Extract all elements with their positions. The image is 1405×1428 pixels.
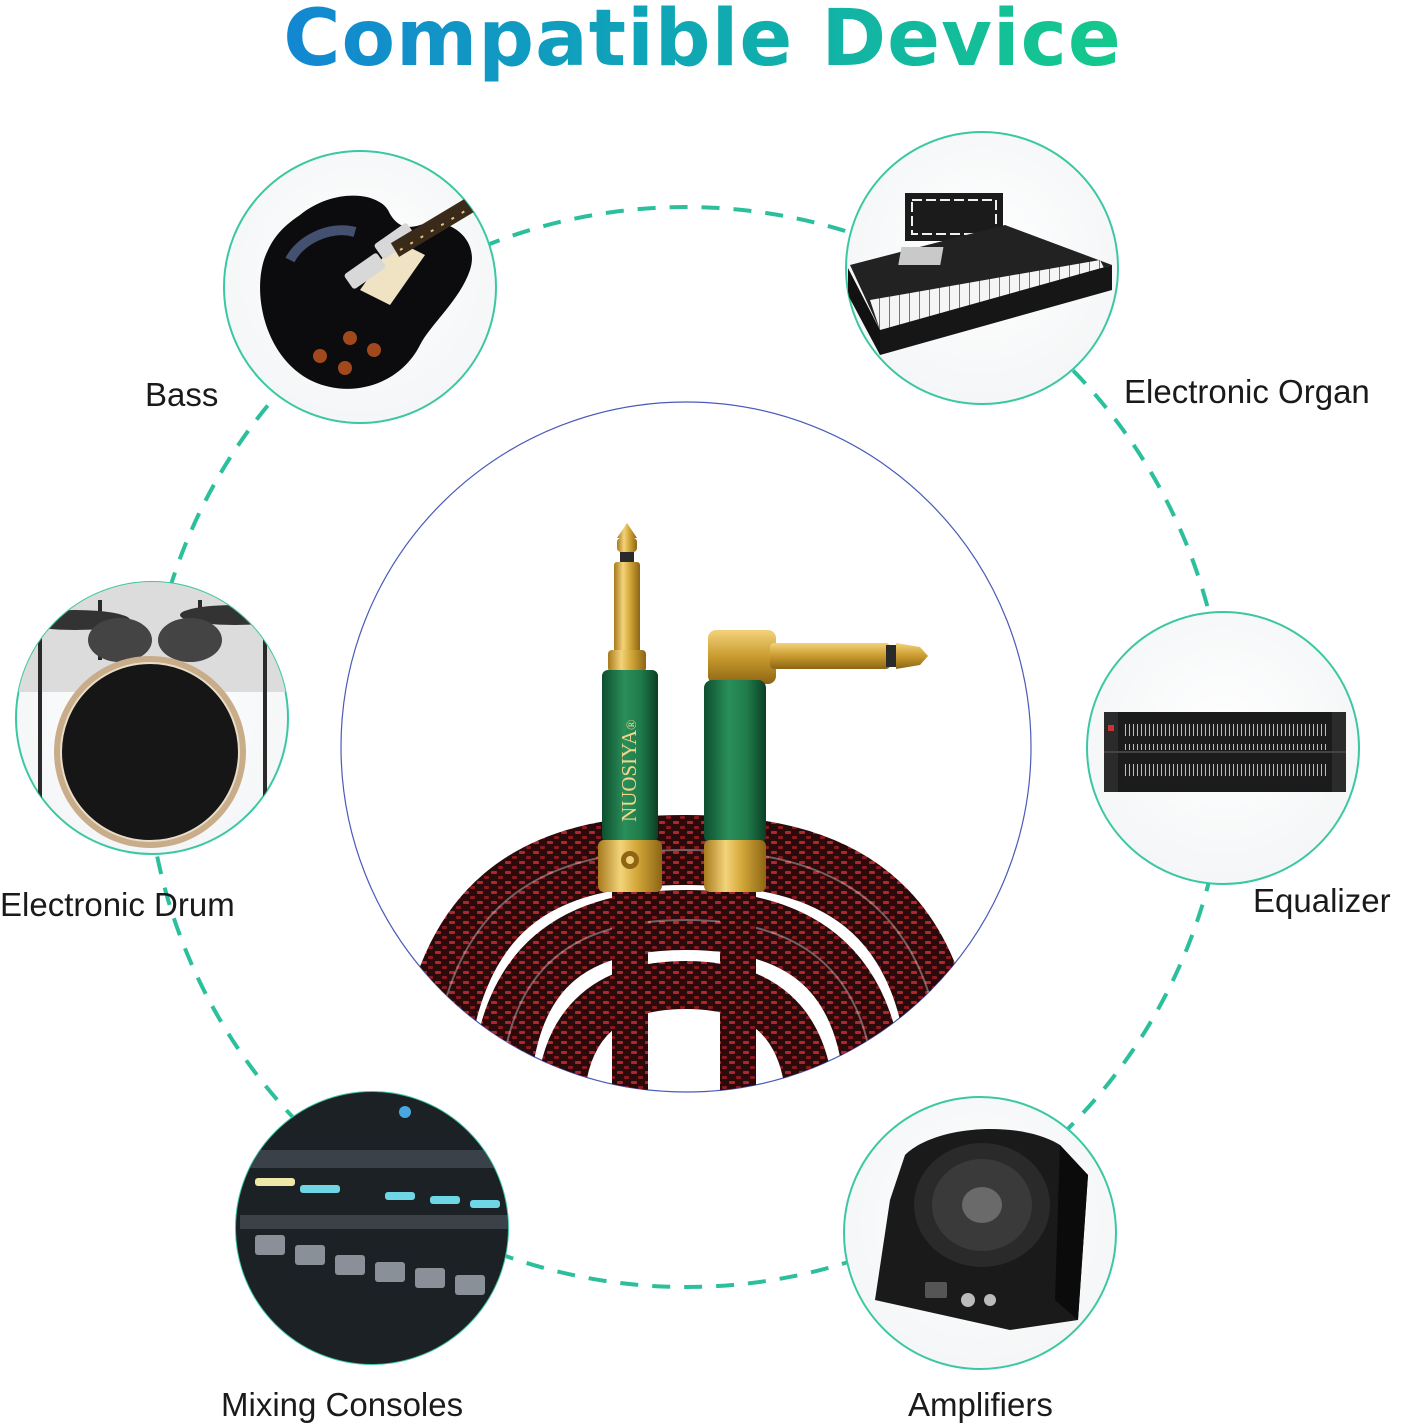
device-label-equalizer: Equalizer [1253,882,1391,919]
mixing-console-icon [236,1092,508,1364]
device-circle-mixing-consoles [235,1091,509,1365]
straight-plug-icon: NUOSIYA ® [598,523,662,892]
device-label-electronic-organ: Electronic Organ [1124,373,1370,410]
cable-coil [395,814,980,1092]
page-title: Compatible Device [0,0,1405,84]
electric-guitar-icon [260,183,496,389]
device-label-amplifiers: Amplifiers [908,1386,1053,1423]
device-label-bass: Bass [145,376,219,413]
device-circle-electronic-drum [15,581,289,855]
device-label-electronic-drum: Electronic Drum [0,886,235,923]
right-angle-plug-icon [704,630,928,892]
brand-label: NUOSIYA [617,729,641,822]
device-label-mixing-consoles: Mixing Consoles [221,1386,464,1423]
device-circle-amplifiers [843,1096,1117,1370]
device-circle-bass [223,150,497,424]
device-circle-electronic-organ [845,131,1119,405]
registered-mark: ® [625,719,640,730]
keyboard-icon [848,193,1112,355]
center-cable-circle: NUOSIYA ® [340,401,1032,1093]
device-circle-equalizer [1086,611,1360,885]
speaker-amplifier-icon [875,1128,1088,1330]
equalizer-rack-icon [1104,712,1346,792]
